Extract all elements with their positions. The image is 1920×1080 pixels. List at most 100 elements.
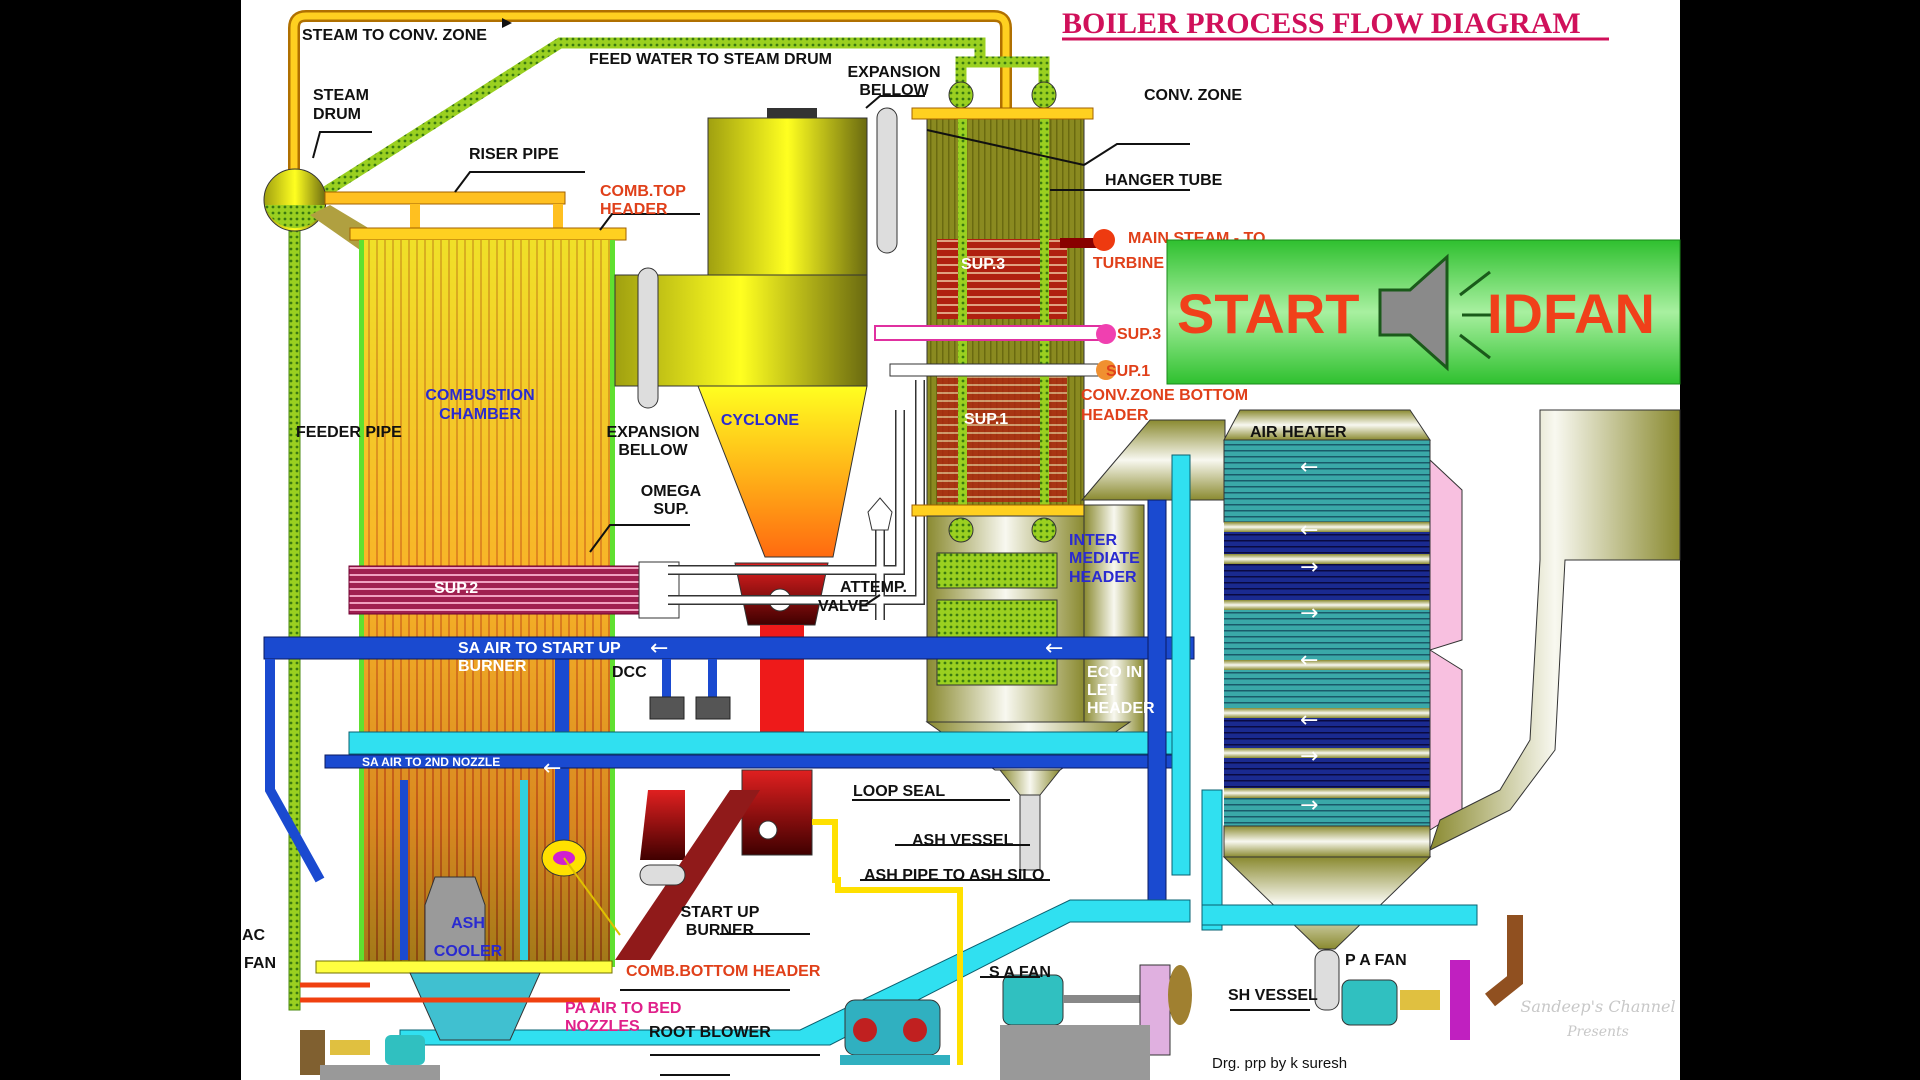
label-pa-fan: P A FAN: [1345, 952, 1407, 969]
label-sa-air-startup: SA AIR TO START UP: [458, 640, 621, 657]
start-idfan-button[interactable]: START IDFAN: [1166, 239, 1681, 385]
label-expansion-bellow: EXPANSION: [606, 424, 699, 441]
ac-fan: [300, 1030, 440, 1080]
pa-air-header: [348, 731, 1189, 755]
label-credit: Drg. prp by k suresh: [1212, 1055, 1347, 1072]
id-fan-duct: [1429, 409, 1681, 851]
label-ash-vessel-2: SH VESSEL: [1228, 987, 1318, 1004]
air-heater: [1222, 439, 1463, 950]
flow-arrow-icon: [502, 18, 512, 28]
root-blower: [840, 999, 950, 1065]
conv-top-header: [911, 107, 1094, 120]
svg-text:→: →: [1300, 744, 1318, 769]
label-comb-top-header-2: HEADER: [600, 201, 668, 218]
svg-text:←: ←: [650, 636, 668, 661]
label-sa-air-startup-2: BURNER: [458, 658, 527, 675]
cyclone-cone: [697, 385, 868, 558]
label-comb-bottom-header: COMB.BOTTOM HEADER: [626, 963, 821, 980]
ash-vessel: [1019, 794, 1041, 871]
label-ash-cooler: ASH: [451, 915, 485, 932]
svg-text:←: ←: [1300, 455, 1318, 480]
label-intermediate-header-3: HEADER: [1069, 569, 1137, 586]
label-conv-zone: CONV. ZONE: [1144, 87, 1242, 104]
svg-text:→: →: [1300, 793, 1318, 818]
ash-vessel-lower: [1314, 949, 1340, 1011]
label-eco-inlet-header: ECO IN: [1087, 664, 1142, 681]
label-steam-to-conv-zone: STEAM TO CONV. ZONE: [302, 27, 487, 44]
expansion-bellow-lower: [637, 267, 659, 409]
label-pa-air-bed: PA AIR TO BED: [565, 1000, 681, 1017]
label-sup1: SUP.1: [964, 411, 1008, 428]
cyclone-top: [707, 117, 868, 284]
leader-lines: [312, 95, 1310, 1076]
diagram-title: BOILER PROCESS FLOW DIAGRAM: [1062, 7, 1581, 40]
label-ash-cooler-2: COOLER: [434, 943, 503, 960]
svg-text:←: ←: [1300, 518, 1318, 543]
label-attemp-valve: ATTEMP.: [840, 579, 907, 596]
svg-text:←: ←: [1300, 708, 1318, 733]
label-air-heater: AIR HEATER: [1250, 424, 1347, 441]
label-eco-inlet-header-3: HEADER: [1087, 700, 1155, 717]
label-hanger-tube: HANGER TUBE: [1105, 172, 1223, 189]
label-eco-inlet-header-2: LET: [1087, 682, 1117, 699]
label-feeder-pipe: FEEDER PIPE: [296, 424, 402, 441]
label-dcc: DCC: [612, 664, 647, 681]
label-ac-fan-2: FAN: [244, 955, 276, 972]
watermark: Sandeep's Channel: [1520, 997, 1675, 1016]
dcc-unit: [649, 696, 685, 720]
label-ash-pipe: ASH PIPE TO ASH SILO: [864, 867, 1044, 884]
sa-air-pipe: [263, 636, 1195, 660]
start-label: START: [1177, 282, 1360, 345]
svg-text:←: ←: [543, 756, 561, 781]
label-conv-bottom-header: CONV.ZONE BOTTOM: [1081, 387, 1248, 404]
air-flow-arrows: ← ← → → ← ← → →: [1300, 455, 1318, 818]
return-leg: [615, 790, 760, 960]
label-combustion-chamber-2: CHAMBER: [439, 406, 521, 423]
label-sup1-outlet: SUP.1: [1106, 363, 1150, 380]
label-cyclone: CYCLONE: [721, 412, 800, 429]
label-sa-air-nozzle: SA AIR TO 2ND NOZZLE: [362, 755, 500, 769]
pipe-arrows: ← ← ← ←: [543, 636, 1063, 1028]
expansion-bellow-top: [876, 107, 898, 254]
label-expansion-bellow-top-2: BELLOW: [859, 82, 929, 99]
main-steam-outlet: [1093, 229, 1115, 251]
label-intermediate-header-2: MEDIATE: [1069, 550, 1140, 567]
label-sup3-outlet: SUP.3: [1117, 326, 1161, 343]
conv-bottom-header: [911, 504, 1094, 517]
riser-pipe: [324, 191, 566, 205]
idfan-label: IDFAN: [1487, 282, 1655, 345]
svg-text:←: ←: [1300, 648, 1318, 673]
svg-text:→: →: [1300, 601, 1318, 626]
label-expansion-bellow-top: EXPANSION: [847, 64, 940, 81]
label-omega-sup: OMEGA: [641, 483, 702, 500]
label-loop-seal: LOOP SEAL: [853, 783, 945, 800]
label-pa-air-bed-2: NOZZLES: [565, 1018, 640, 1035]
label-startup-burner-2: BURNER: [686, 922, 755, 939]
label-expansion-bellow-2: BELLOW: [618, 442, 688, 459]
pa-fan: [1341, 915, 1523, 1040]
label-attemp-valve-2: VALVE: [818, 598, 869, 615]
sa-fan: [1000, 964, 1192, 1080]
svg-text:←: ←: [1045, 636, 1063, 661]
label-steam-drum-2: DRUM: [313, 106, 361, 123]
label-combustion-chamber: COMBUSTION: [425, 387, 534, 404]
label-intermediate-header: INTER: [1069, 532, 1117, 549]
loop-seal: [741, 769, 813, 856]
feeder-pipe: [288, 219, 301, 1011]
svg-text:→: →: [1300, 555, 1318, 580]
attemp-valve: [867, 497, 893, 531]
label-riser-pipe: RISER PIPE: [469, 146, 559, 163]
label-root-blower: ROOT BLOWER: [649, 1024, 771, 1041]
label-feed-water: FEED WATER TO STEAM DRUM: [589, 51, 832, 68]
sup2-superheater: [348, 565, 640, 615]
label-conv-bottom-header-2: HEADER: [1081, 407, 1149, 424]
label-comb-top-header: COMB.TOP: [600, 183, 686, 200]
label-sup2: SUP.2: [434, 580, 478, 597]
svg-text:←: ←: [546, 1003, 564, 1028]
comb-top-header: [349, 227, 627, 241]
label-ash-vessel: ASH VESSEL: [912, 832, 1014, 849]
comb-bottom-header: [315, 960, 613, 974]
label-sa-fan: S A FAN: [989, 964, 1051, 981]
label-ac-fan: AC: [242, 927, 266, 944]
